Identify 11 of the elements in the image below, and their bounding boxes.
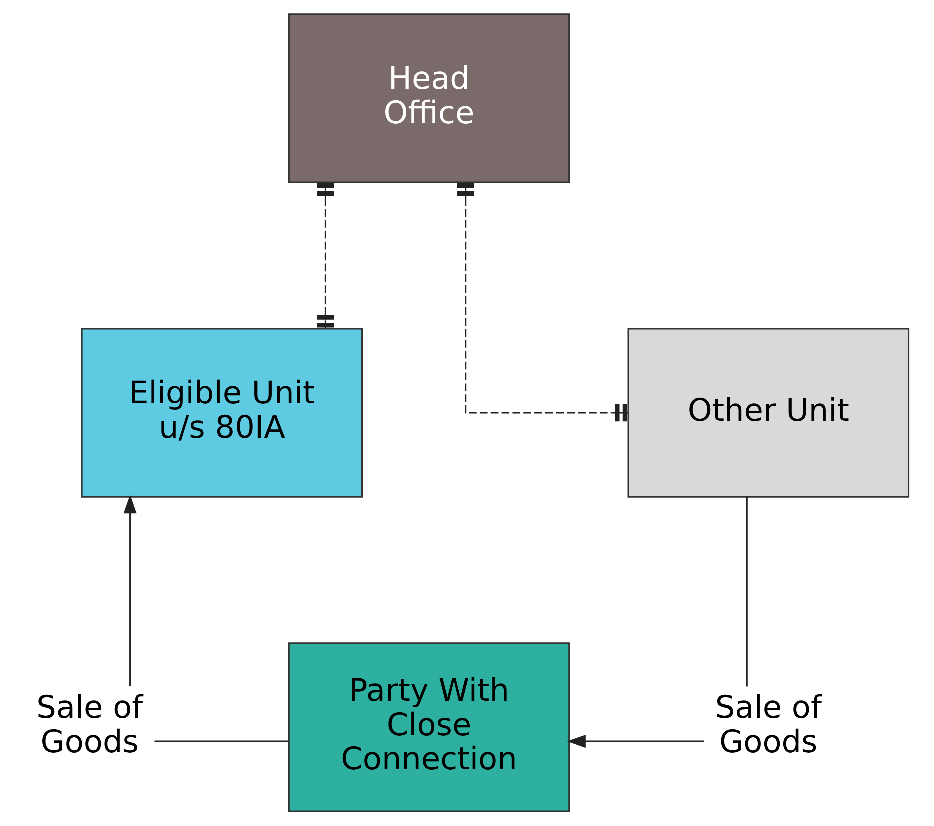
arrow bbox=[124, 494, 137, 686]
node-box: Head Office bbox=[288, 14, 570, 184]
connector bbox=[317, 182, 334, 328]
node-text: Sale of Goods bbox=[715, 690, 822, 760]
node-box: Other Unit bbox=[628, 328, 910, 498]
connector bbox=[154, 740, 289, 742]
arrow bbox=[567, 734, 704, 748]
node-box: Party With Close Connection bbox=[288, 642, 570, 812]
node-text: Sale of Goods bbox=[36, 690, 144, 760]
node-box: Eligible Unit u/s 80IA bbox=[81, 328, 364, 498]
connector bbox=[746, 497, 748, 687]
